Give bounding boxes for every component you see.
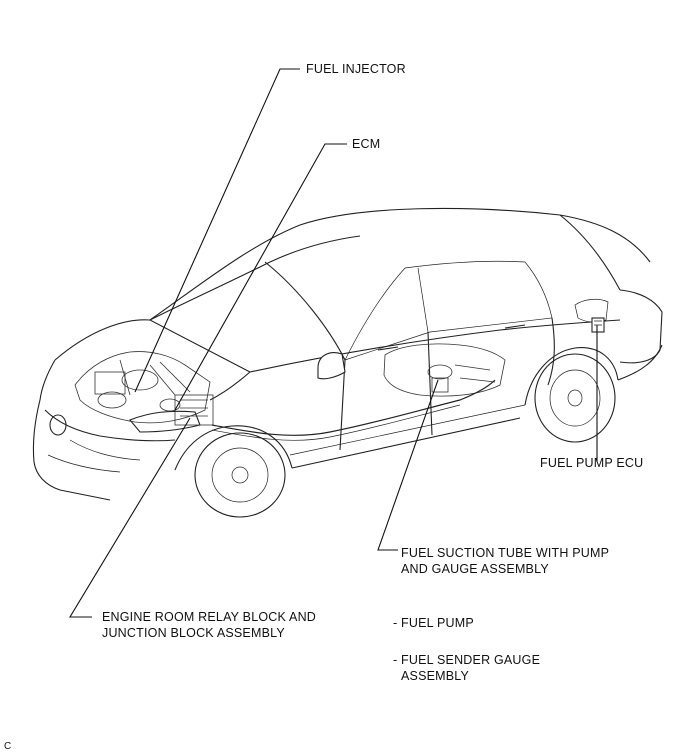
engine-compartment <box>74 351 214 426</box>
label-suction-tube-line1: FUEL SUCTION TUBE WITH PUMP <box>401 546 610 560</box>
car-outline <box>32 207 663 518</box>
label-fuel-pump-ecu: FUEL PUMP ECU <box>540 456 644 470</box>
label-fuel-injector: FUEL INJECTOR <box>306 62 406 76</box>
leader-ecm <box>174 143 347 411</box>
fuel-pump-ecu-module <box>591 317 605 333</box>
fuel-tank <box>383 343 506 397</box>
leader-fuel-injector <box>134 68 300 393</box>
label-ecm: ECM <box>352 137 381 151</box>
label-sub-sender-line1: - FUEL SENDER GAUGE <box>393 653 541 667</box>
label-sub-fuel-pump: - FUEL PUMP <box>393 616 474 630</box>
leader-relay-block <box>69 417 191 618</box>
leader-suction-tube <box>377 379 439 551</box>
leader-lines <box>69 68 598 618</box>
fuel-line <box>211 379 496 441</box>
label-relay-block-line2: JUNCTION BLOCK ASSEMBLY <box>102 626 285 640</box>
label-sub-sender-line2: ASSEMBLY <box>401 669 470 683</box>
label-relay-block-line1: ENGINE ROOM RELAY BLOCK AND <box>102 610 317 624</box>
label-suction-tube-line2: AND GAUGE ASSEMBLY <box>401 562 549 576</box>
corner-code: C <box>4 741 12 752</box>
